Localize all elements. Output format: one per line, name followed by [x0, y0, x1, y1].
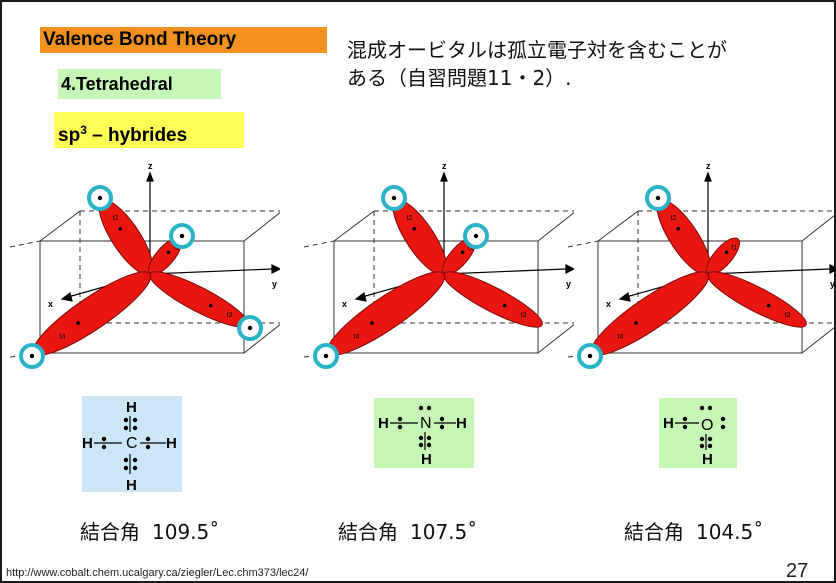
hybrid-main: sp [58, 125, 81, 146]
lewis-atom-center: O [701, 417, 713, 434]
lone-pair-note: 混成オービタルは孤立電子対を含むことが ある（自習問題11・2）. [347, 36, 807, 92]
bonding-ring [87, 185, 113, 211]
lewis-atom-left: H [663, 415, 674, 432]
note-line-2: ある（自習問題11・2）. [347, 66, 572, 90]
lewis-atom-center: C [126, 435, 138, 452]
electron-pairs [675, 405, 726, 450]
electron-pairs [390, 405, 456, 450]
lobe-label: t3 [226, 312, 232, 319]
electron-dot [370, 321, 374, 325]
orbital-diagram-ch4: z y x t2 t1 t3 t4 [10, 161, 280, 369]
axis-label-y: y [272, 279, 277, 289]
bond-angle-nh3: 結合角 107.5˚ [338, 516, 477, 545]
lewis-atom-right: H [456, 415, 467, 432]
bond-angle-value: 104.5˚ [696, 520, 764, 544]
lewis-atom-top: H [126, 399, 137, 416]
electron-dot [412, 226, 417, 231]
hybrid-orbital-lobe [443, 271, 543, 328]
hybrid-orbital-lobe [149, 271, 249, 328]
lewis-structure-ch4: H H C H H [82, 396, 182, 492]
geometry-label: 4.Tetrahedral [58, 69, 221, 99]
bonding-ring [577, 343, 603, 369]
axis-label-z: z [442, 161, 447, 171]
axis-label-x: x [606, 299, 611, 309]
source-url: http://www.cobalt.chem.ucalgary.ca/ziegl… [6, 567, 309, 579]
bonding-ring [645, 185, 671, 211]
axis-label-y: y [830, 279, 835, 289]
bonding-ring [237, 315, 263, 341]
electron-dot [634, 321, 638, 325]
bond-angle-label: 結合角 [80, 520, 140, 544]
bond-angle-h2o: 結合角 104.5˚ [624, 516, 763, 545]
bond-angle-value: 109.5˚ [152, 520, 220, 544]
electron-dot [502, 303, 507, 308]
lobe-label: t2 [407, 215, 413, 222]
lewis-atom-left: H [378, 415, 389, 432]
lewis-atom-left: H [82, 435, 93, 452]
electron-dot [724, 250, 729, 255]
hybrid-superscript: 3 [80, 123, 87, 137]
lobe-label: t1 [173, 245, 179, 252]
hybrid-rest: – hybrides [86, 125, 188, 146]
lobe-label: t1 [467, 245, 473, 252]
bonding-ring [381, 185, 407, 211]
electron-dot [76, 321, 80, 325]
hybrid-orbital-lobe [32, 271, 152, 356]
lobe-label: t2 [113, 215, 119, 222]
axis-label-x: x [48, 299, 53, 309]
axis-label-z: z [706, 161, 711, 171]
lewis-structure-h2o: H O H [659, 398, 737, 468]
lobe-label: t4 [618, 334, 624, 341]
lewis-atom-center: N [420, 415, 432, 432]
lewis-atom-bottom: H [702, 451, 713, 468]
axis-label-x: x [342, 299, 347, 309]
hybrid-label: sp3 – hybrides [54, 112, 244, 148]
electron-dot [676, 226, 681, 231]
electron-dot [166, 250, 171, 255]
electron-dot [118, 226, 123, 231]
section-title: Valence Bond Theory [40, 27, 327, 53]
bonding-ring [19, 343, 45, 369]
bonding-ring [169, 223, 195, 249]
lobe-label: t1 [731, 245, 737, 252]
hybrid-orbital-lobe [707, 271, 807, 328]
electron-dot [208, 303, 213, 308]
electron-dot [460, 250, 465, 255]
bonding-pairs [94, 416, 166, 474]
orbital-diagram-h2o: z y x t2 t1 t3 t4 [568, 161, 836, 369]
lobe-label: t3 [784, 312, 790, 319]
note-line-1: 混成オービタルは孤立電子対を含むことが [347, 38, 727, 62]
axis-label-z: z [148, 161, 153, 171]
lobe-label: t2 [671, 215, 677, 222]
orbital-diagram-nh3: z y x t2 t1 t3 t4 [304, 161, 574, 369]
lewis-background [374, 398, 474, 468]
bond-angle-label: 結合角 [624, 520, 684, 544]
bond-angle-label: 結合角 [338, 520, 398, 544]
bonding-ring [463, 223, 489, 249]
lewis-atom-bottom: H [421, 451, 432, 468]
lewis-structure-nh3: H N H H [374, 398, 474, 468]
electron-dot [766, 303, 771, 308]
lobe-label: t4 [354, 334, 360, 341]
hybrid-orbital-lobe [590, 271, 710, 356]
lewis-background [659, 398, 737, 468]
hybrid-orbital-lobe [326, 271, 446, 356]
bond-angle-ch4: 結合角 109.5˚ [80, 516, 219, 545]
bond-angle-value: 107.5˚ [410, 520, 478, 544]
axis-label-y: y [566, 279, 571, 289]
lobe-label: t4 [60, 334, 66, 341]
lewis-background [82, 396, 182, 492]
bonding-ring [313, 343, 339, 369]
lewis-atom-right: H [166, 435, 177, 452]
lobe-label: t3 [520, 312, 526, 319]
page-number: 27 [786, 560, 809, 582]
lewis-atom-bottom: H [126, 477, 137, 492]
